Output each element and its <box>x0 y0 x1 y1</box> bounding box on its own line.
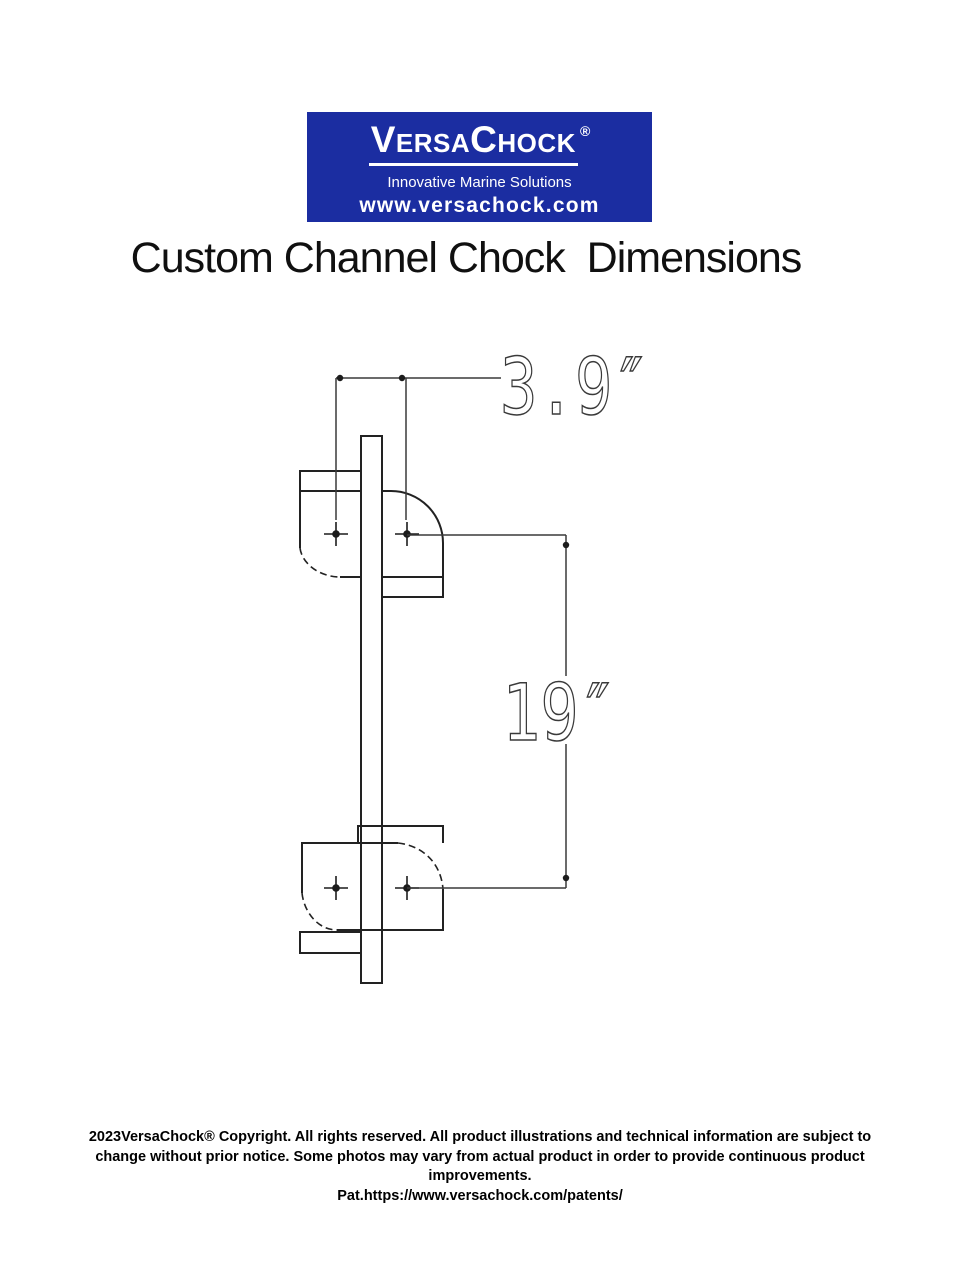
registered-trademark-symbol: ® <box>579 123 591 139</box>
copyright-footer: 2023VersaChock® Copyright. All rights re… <box>0 1128 960 1206</box>
bottom-chock-lower-flange <box>299 931 361 954</box>
versachock-logo: VersaChock ® Innovative Marine Solutions… <box>307 112 652 222</box>
bottom-chock-body <box>301 842 444 931</box>
logo-brand-text: VersaChock <box>370 119 576 160</box>
width-dim-arrow-dot-right <box>398 374 406 382</box>
height-dim-arrow-dot-bottom <box>562 874 570 882</box>
height-dim-arrow-dot-top <box>562 541 570 549</box>
bottom-chock-top-right-arc <box>397 842 444 890</box>
copyright-line: 2023VersaChock® Copyright. All rights re… <box>88 1129 872 1145</box>
width-dimension-label: 3.9″ <box>500 343 650 433</box>
hole-mark-bottom-left <box>324 876 348 900</box>
copyright-line: change without prior notice. Some photos… <box>95 1148 865 1165</box>
channel-chock-dimension-drawing: 3.9″ 19″ <box>299 342 651 984</box>
height-dimension-label: 19″ <box>502 669 617 759</box>
copyright-line: improvements. <box>428 1168 532 1184</box>
hole-mark-top-left <box>324 522 348 546</box>
bottom-chock-bottom-left-arc <box>301 892 338 931</box>
bottom-chock-upper-flange <box>357 825 444 843</box>
channel-bar <box>360 435 383 984</box>
top-chock-bottom-left-arc <box>299 547 341 578</box>
logo-tagline: Innovative Marine Solutions <box>387 173 572 191</box>
page-title: Custom Channel Chock Dimensions <box>130 234 803 282</box>
top-chock-upper-flange <box>299 470 371 492</box>
patent-url-line: Pat.https://www.versachock.com/patents/ <box>337 1187 623 1204</box>
width-dim-arrow-dot-left <box>336 374 344 382</box>
logo-wordmark-underline: VersaChock <box>368 119 578 166</box>
hole-mark-top-right <box>395 522 419 546</box>
logo-wordmark: VersaChock ® <box>368 119 591 166</box>
dimension-annotations: 3.9″ 19″ <box>335 342 651 889</box>
bottom-chock <box>299 825 444 954</box>
top-chock-body <box>299 490 444 598</box>
logo-website-url: www.versachock.com <box>359 193 600 217</box>
